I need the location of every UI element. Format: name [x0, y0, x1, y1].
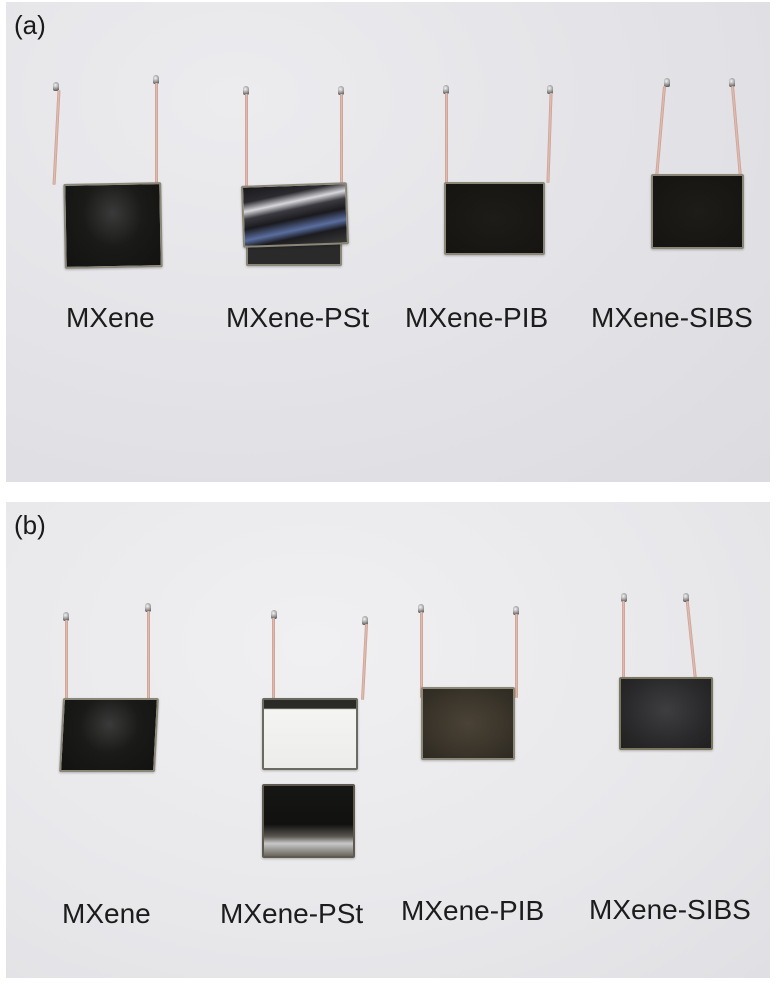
- wire: [340, 94, 343, 187]
- sample-label-mxene-pst: MXene-PSt: [220, 898, 364, 929]
- wire: [420, 612, 423, 698]
- film-square: [619, 677, 713, 750]
- wire: [272, 618, 275, 700]
- film-square: [63, 182, 163, 269]
- wire-tip-icon: [664, 78, 670, 87]
- photo-panel-b: (b) MXene MXene-PSt MXene-PIB MXene-SIBS: [6, 502, 770, 978]
- sample-label-mxene-sibs: MXene-SIBS: [589, 894, 751, 925]
- wire-tip-icon: [63, 612, 69, 621]
- panel-label-b: (b): [14, 510, 46, 540]
- photo-panel-a: (a) MXene MXene-PSt MXene-PIB MXene-SIBS: [6, 2, 770, 482]
- wire-tip-icon: [153, 75, 159, 84]
- wire-tip-icon: [338, 86, 344, 95]
- panel-label-a: (a): [14, 10, 46, 40]
- wire: [147, 611, 150, 700]
- wire-tip-icon: [271, 610, 277, 619]
- wire: [155, 83, 158, 185]
- film-square: [444, 182, 545, 255]
- sample-label-mxene: MXene: [62, 898, 151, 929]
- sample-label-mxene-sibs: MXene-SIBS: [591, 302, 753, 333]
- detached-film-fragment: [262, 784, 355, 858]
- wire: [515, 614, 518, 698]
- wire-tip-icon: [145, 603, 151, 612]
- wire-tip-icon: [547, 85, 553, 94]
- film-square: [59, 698, 159, 772]
- film-square: [651, 174, 744, 249]
- wire-tip-icon: [362, 616, 368, 625]
- wire: [654, 86, 667, 178]
- sample-label-mxene-pst: MXene-PSt: [226, 302, 370, 333]
- wire-tip-icon: [53, 82, 59, 91]
- wire-tip-icon: [729, 78, 735, 87]
- wire-tip-icon: [513, 606, 519, 615]
- wire: [730, 86, 743, 178]
- wire-tip-icon: [443, 85, 449, 94]
- wire: [622, 601, 625, 683]
- film-square-substrate: [262, 698, 358, 770]
- sample-label-mxene-pib: MXene-PIB: [405, 302, 549, 333]
- sample-label-mxene: MXene: [66, 302, 155, 333]
- sample-label-mxene-pib: MXene-PIB: [401, 895, 545, 926]
- wire: [546, 92, 553, 184]
- wire: [245, 94, 248, 187]
- wire: [52, 89, 61, 186]
- wire-tip-icon: [683, 593, 689, 602]
- wire: [361, 623, 368, 701]
- wire-tip-icon: [418, 604, 424, 613]
- wire-tip-icon: [243, 86, 249, 95]
- film-square: [421, 687, 515, 760]
- wire: [685, 601, 698, 683]
- film-square-curled: [240, 182, 350, 248]
- wire: [65, 620, 68, 700]
- wire-tip-icon: [621, 593, 627, 602]
- wire: [445, 93, 448, 183]
